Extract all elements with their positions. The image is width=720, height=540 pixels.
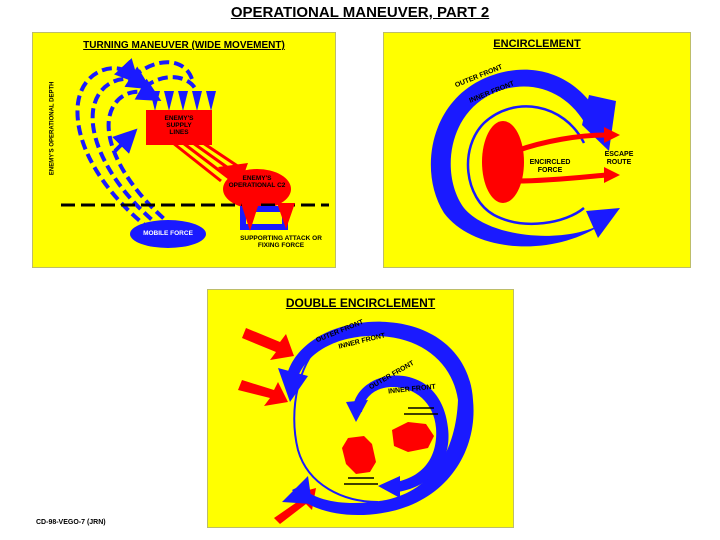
outer-arrowhead-top [582,95,616,151]
turning-path-1 [75,58,153,232]
encircled-force-label: ENCIRCLED FORCE [529,159,571,174]
supply-attack-arrows [150,91,216,111]
encirclement-panel: ENCIRCLEMENT OUTER FRONT INNER FRONT ENC… [383,32,691,268]
turning-path-3 [106,78,177,230]
turning-maneuver-panel: TURNING MANEUVER (WIDE MOVEMENT) [32,32,336,268]
double-encirclement-panel: DOUBLE ENCIRCLEMENT OUTER FRONT INNER FR… [207,289,514,528]
mobile-force-ellipse [130,220,206,248]
outer-envelopment-arc [286,321,473,400]
outer-arrowhead-bottom [586,208,620,238]
inner-arrowhead-bottom [378,476,400,498]
outer-envelopment-lower [292,400,474,516]
inner-front-ring [293,335,379,503]
supporting-attack-label: SUPPORTING ATTACK OR FIXING FORCE [240,235,322,250]
depth-label: ENEMY'S OPERATIONAL DEPTH [49,81,56,176]
escape-route-lower [515,172,607,184]
mobile-force-label: MOBILE FORCE [143,230,193,237]
double-encirclement-diagram [238,321,474,524]
enemy-c2-label: ENEMY'S OPERATIONAL C2 [228,175,286,190]
inner-envelopment-arc [353,375,448,428]
supporting-arrow-2 [277,203,295,229]
encirclement-diagram [430,69,620,247]
turning-path-4 [131,60,195,84]
enemy-supply-box [146,110,212,145]
enemy-blob-right [392,422,434,452]
encirclement-title: ENCIRCLEMENT [493,38,581,50]
double-encirclement-title: DOUBLE ENCIRCLEMENT [285,296,436,310]
supporting-arrow-1 [241,203,259,231]
turning-maneuver-diagram [61,58,329,248]
page-title: OPERATIONAL MANEUVER, PART 2 [230,4,490,21]
enemy-c2-ellipse [223,169,291,209]
supply-lines-label: ENEMY'S SUPPLY LINES [164,115,194,137]
inner-front-ring [466,105,586,226]
outer-arrowhead-bottom [282,476,312,504]
supply-line-arrows [172,141,246,183]
inner-envelopment-lower [396,428,449,492]
document-code: CD-98-VEGO-7 (JRN) [36,519,106,526]
turning-path-5 [143,75,200,96]
turning-maneuver-title: TURNING MANEUVER (WIDE MOVEMENT) [83,40,285,51]
turning-path-2 [90,66,165,231]
turning-arrow-up [112,128,138,154]
enemy-blob-left [342,436,376,474]
external-arrow-2 [238,380,288,406]
encircled-force-ellipse [482,121,524,203]
escape-arrowhead-upper [604,127,620,143]
escape-route-upper [515,132,607,154]
external-arrow-1 [242,328,294,360]
escape-route-label: ESCAPE ROUTE [604,151,634,166]
escape-arrowhead-lower [604,167,620,183]
inner-arrowhead-left [346,400,368,422]
